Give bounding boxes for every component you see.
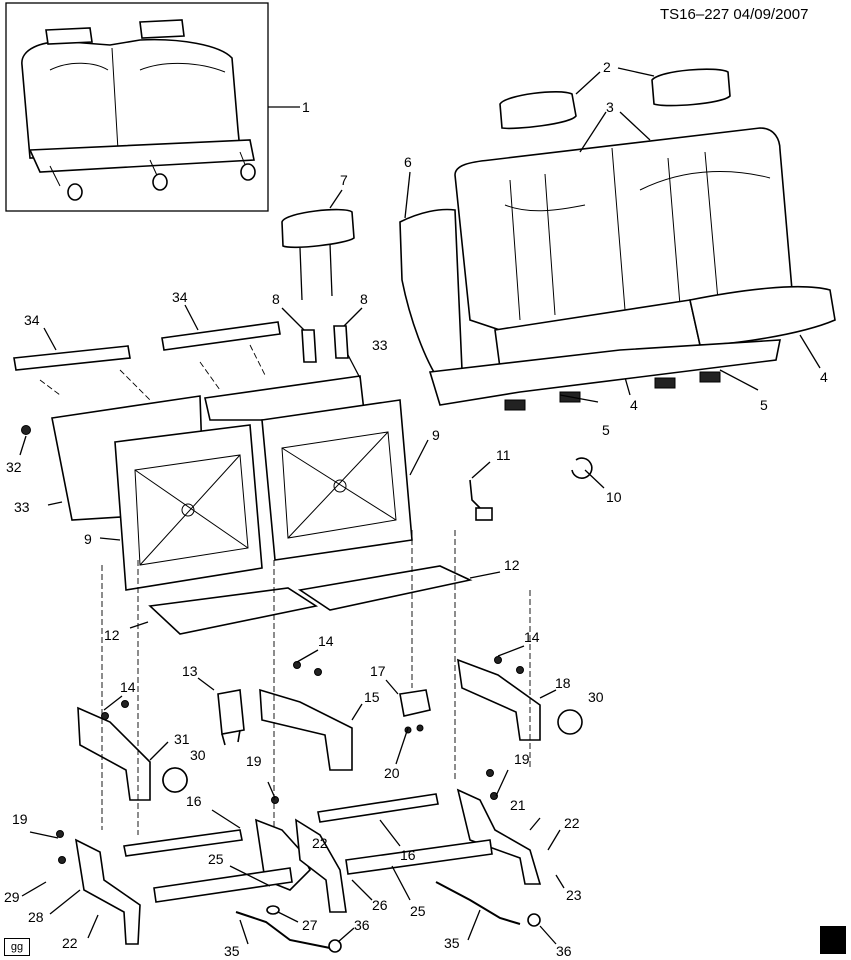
leader-lines xyxy=(21,645,565,945)
retainer-ring xyxy=(571,457,593,479)
callout-35b: 35 xyxy=(444,935,460,951)
callout-18: 18 xyxy=(555,675,571,691)
callout-32: 32 xyxy=(6,459,22,475)
callout-23: 23 xyxy=(566,887,582,903)
callout-labels: 1 2 3 4 4 5 5 6 7 8 8 9 9 10 11 12 12 13… xyxy=(4,59,828,959)
callout-16b: 16 xyxy=(400,847,416,863)
callout-12a: 12 xyxy=(104,627,120,643)
callout-7: 7 xyxy=(340,172,348,188)
callout-31: 31 xyxy=(174,731,190,747)
callout-22c: 22 xyxy=(62,935,78,951)
callout-25b: 25 xyxy=(410,903,426,919)
callout-5b: 5 xyxy=(760,397,768,413)
cushion-frame-left xyxy=(148,565,473,635)
callout-8b: 8 xyxy=(360,291,368,307)
seat-back-cover xyxy=(454,127,793,331)
seat-back-frame-right xyxy=(261,399,413,561)
seat-back-frame-left xyxy=(114,424,263,591)
trim-strip xyxy=(13,321,281,371)
head-restraint-left xyxy=(281,208,355,363)
callout-15: 15 xyxy=(364,689,380,705)
callout-16a: 16 xyxy=(186,793,202,809)
callout-12b: 12 xyxy=(504,557,520,573)
callout-5a: 5 xyxy=(602,422,610,438)
callout-14c: 14 xyxy=(524,629,540,645)
head-restraint-right xyxy=(499,68,731,130)
callout-34b: 34 xyxy=(172,289,188,305)
callout-35a: 35 xyxy=(224,943,240,959)
plug-30 xyxy=(162,767,188,793)
cross-rod xyxy=(123,793,541,953)
callout-1: 1 xyxy=(302,99,310,115)
callout-33a: 33 xyxy=(14,499,30,515)
side-bracket xyxy=(77,658,541,801)
callout-10: 10 xyxy=(606,489,622,505)
section-badge: gg xyxy=(4,938,30,956)
callout-21: 21 xyxy=(510,797,526,813)
callout-19b: 19 xyxy=(514,751,530,767)
callout-14b: 14 xyxy=(318,633,334,649)
fastener xyxy=(56,656,524,864)
callout-6: 6 xyxy=(404,154,412,170)
callout-30a: 30 xyxy=(190,747,206,763)
callout-19c: 19 xyxy=(12,811,28,827)
document-id: TS16–227 04/09/2007 xyxy=(660,6,809,23)
seat-belt-buckle xyxy=(217,689,431,746)
callout-22b: 22 xyxy=(312,835,328,851)
callout-17: 17 xyxy=(370,663,386,679)
callout-26: 26 xyxy=(372,897,388,913)
callout-4a: 4 xyxy=(820,369,828,385)
callout-30b: 30 xyxy=(588,689,604,705)
callout-11: 11 xyxy=(496,447,511,463)
callout-22a: 22 xyxy=(564,815,580,831)
callout-36a: 36 xyxy=(354,917,370,933)
callout-25a: 25 xyxy=(208,851,224,867)
callout-34a: 34 xyxy=(24,312,40,328)
callout-36b: 36 xyxy=(556,943,572,959)
callout-14a: 14 xyxy=(120,679,136,695)
callout-29: 29 xyxy=(4,889,20,905)
callout-3: 3 xyxy=(606,99,614,115)
callout-4b: 4 xyxy=(630,397,638,413)
callout-8a: 8 xyxy=(272,291,280,307)
seat-side-frame xyxy=(399,208,781,411)
callout-20: 20 xyxy=(384,765,400,781)
callout-13: 13 xyxy=(182,663,198,679)
wiring-harness xyxy=(469,479,493,521)
callout-27: 27 xyxy=(302,917,318,933)
callout-19a: 19 xyxy=(246,753,262,769)
callout-2: 2 xyxy=(603,59,611,75)
callout-33b: 33 xyxy=(372,337,388,353)
callout-9a: 9 xyxy=(84,531,92,547)
bolt xyxy=(21,425,31,435)
callout-9b: 9 xyxy=(432,427,440,443)
alignment-lines xyxy=(39,344,531,835)
inset-seat-assembly xyxy=(5,2,269,212)
callout-28: 28 xyxy=(28,909,44,925)
gm-spo-logo-icon xyxy=(820,926,846,954)
